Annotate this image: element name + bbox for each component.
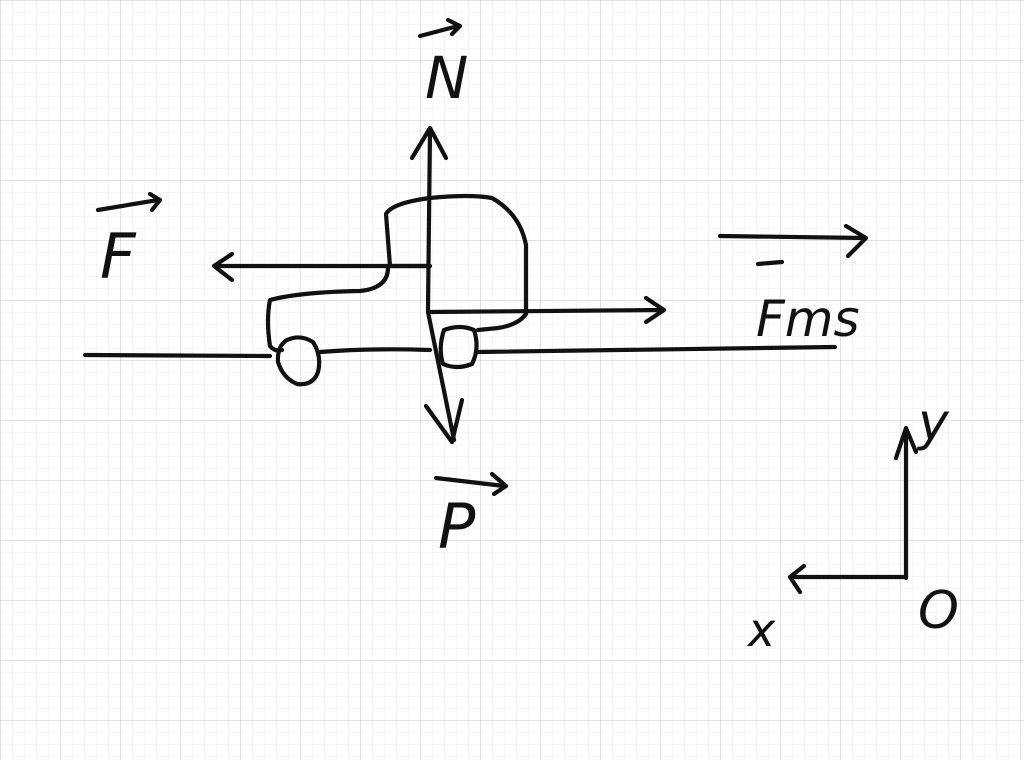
- front-wheel: [438, 324, 479, 370]
- label-weight: P: [438, 490, 476, 563]
- weight-arrow: [423, 309, 465, 445]
- label-axis-x: x: [746, 603, 776, 657]
- vector-mark-fms: [755, 259, 785, 267]
- normal-force-arrow: [409, 125, 449, 313]
- label-applied-force: F: [100, 220, 137, 293]
- applied-force-arrow: [211, 251, 429, 283]
- vector-mark-f: [95, 191, 163, 213]
- axis-x: [787, 563, 909, 595]
- friction-label-arrow: [717, 223, 869, 259]
- label-friction-force: Fms: [756, 290, 860, 348]
- label-axis-y: y: [916, 393, 950, 453]
- label-normal-force: N: [425, 44, 468, 112]
- label-origin: O: [918, 581, 959, 641]
- friction-force-arrow: [425, 295, 667, 325]
- rear-wheel: [275, 335, 322, 387]
- truck-body: [265, 193, 529, 353]
- vector-mark-p: [433, 471, 509, 497]
- ground-line: [82, 344, 838, 359]
- vector-mark-n: [417, 17, 463, 39]
- axis-y: [893, 425, 919, 581]
